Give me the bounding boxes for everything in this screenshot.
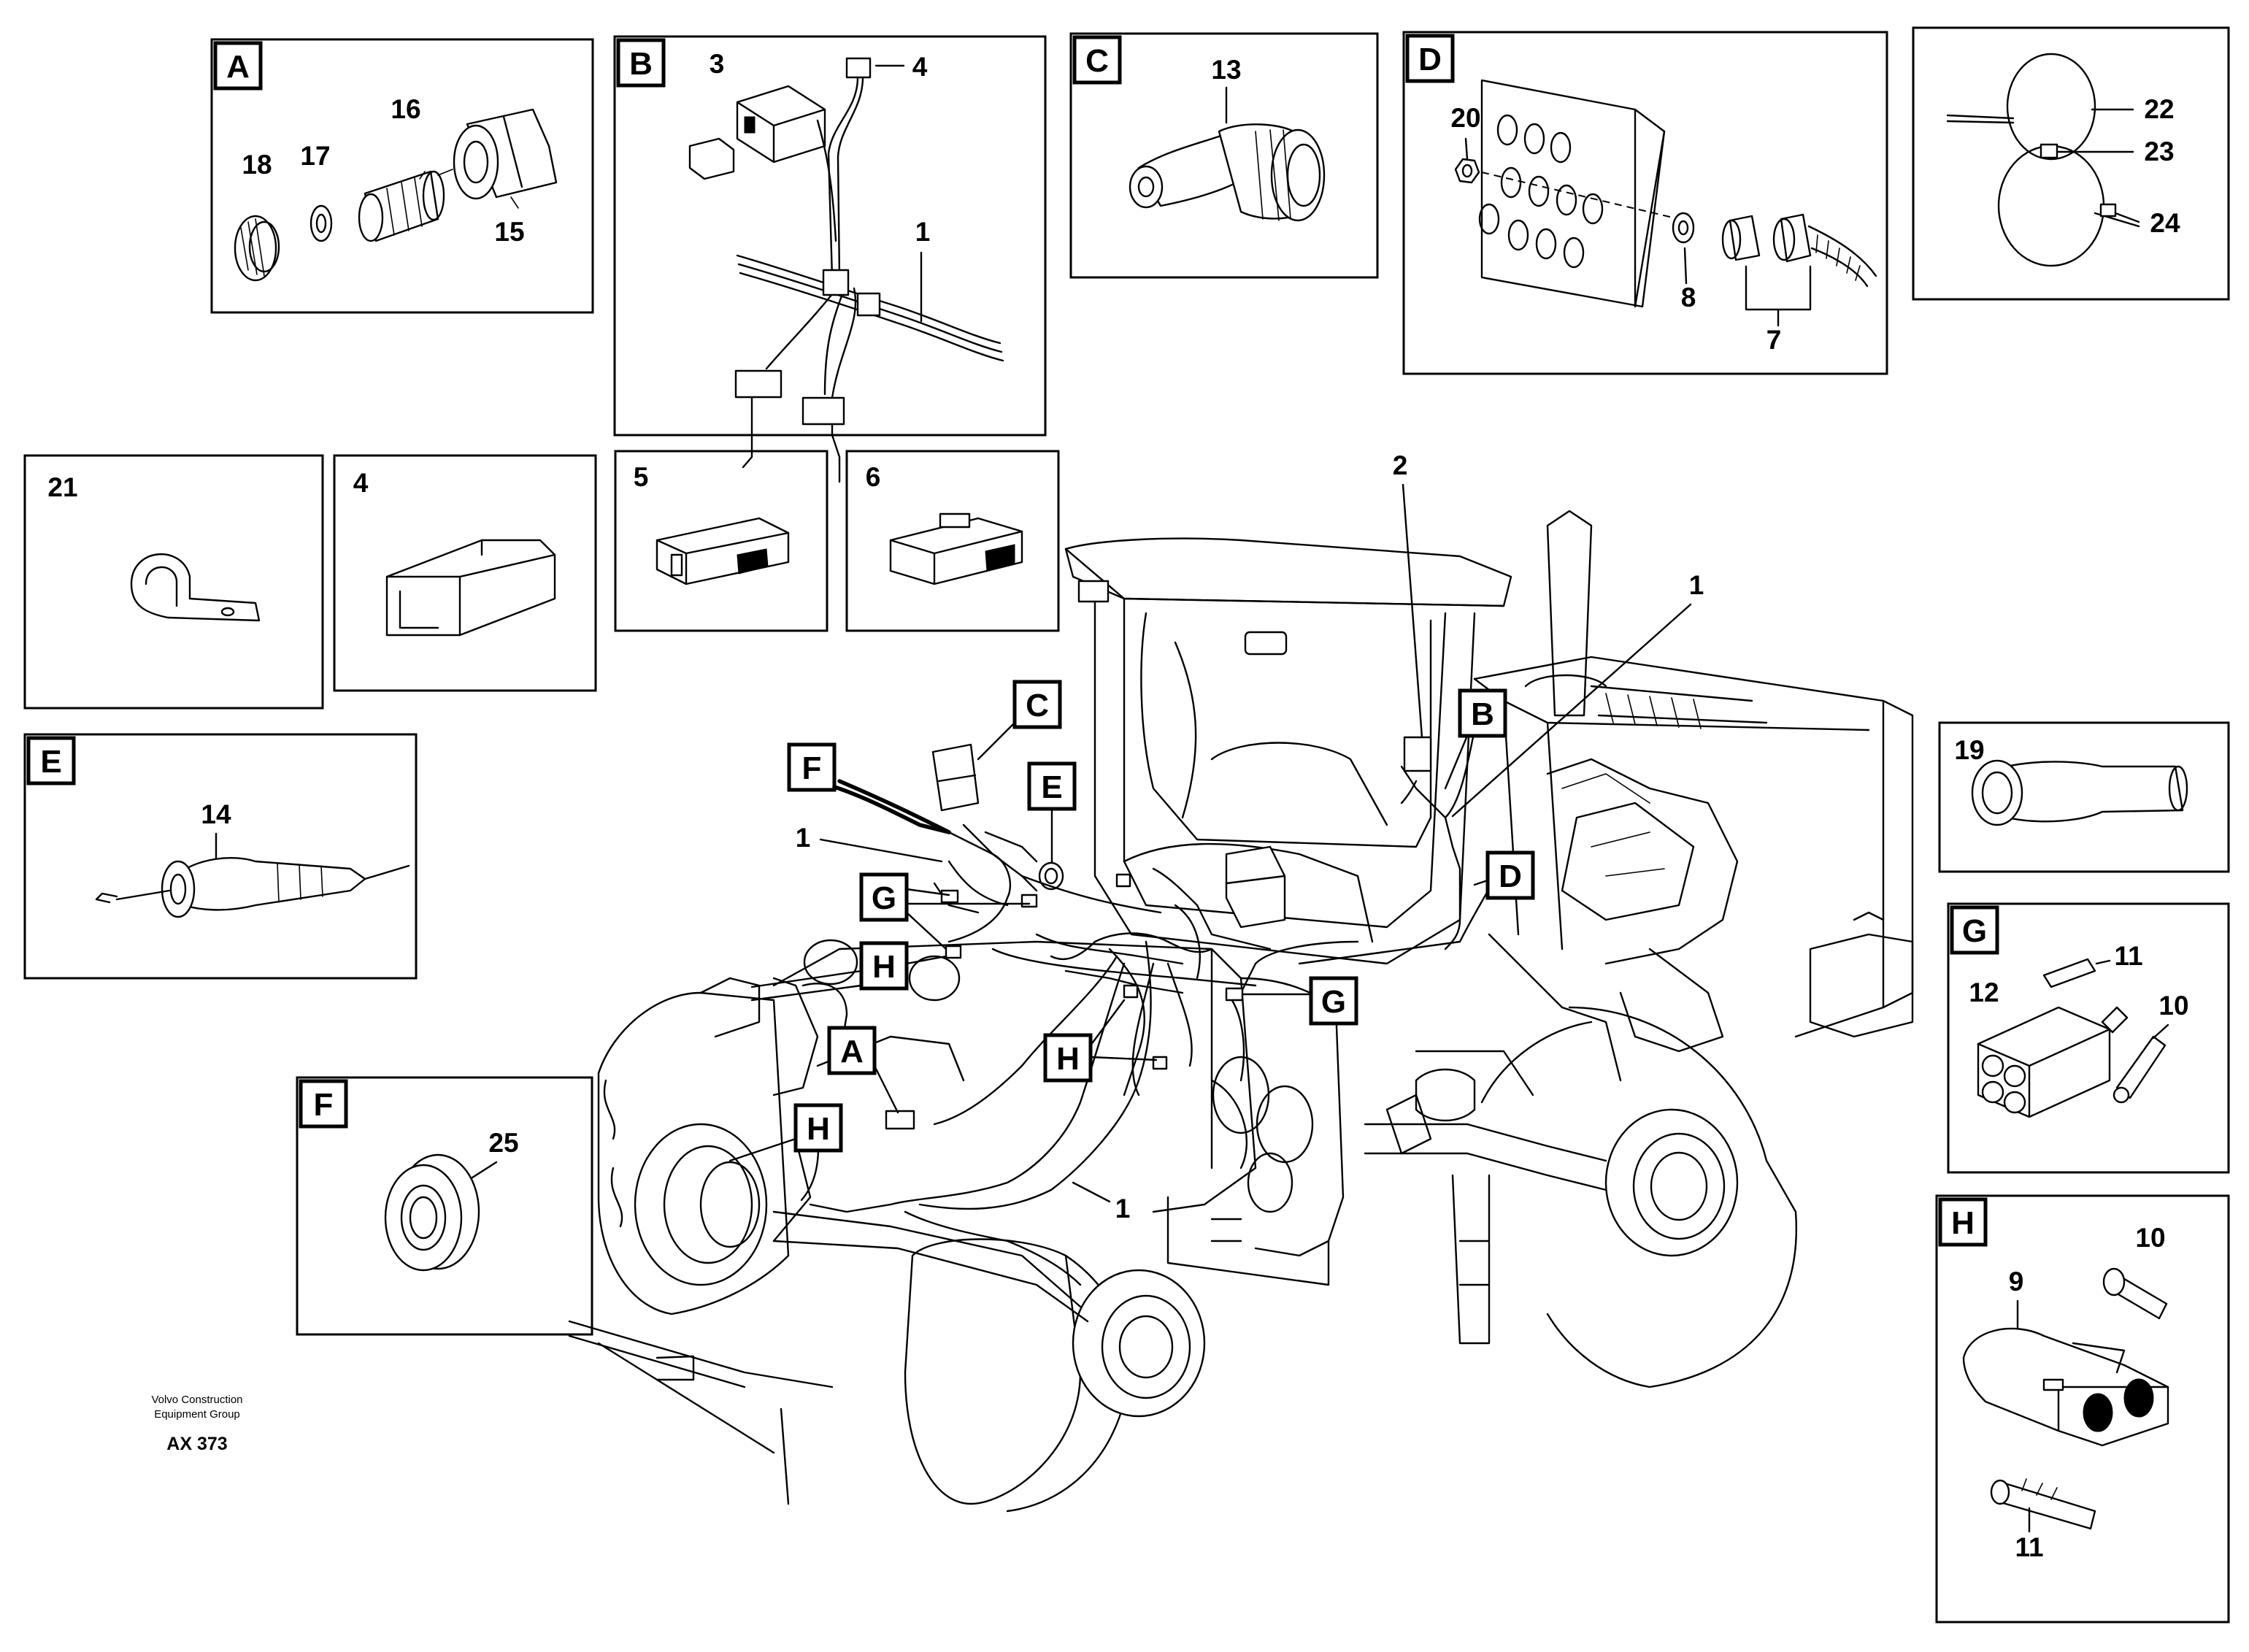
credit-line-2: Equipment Group: [154, 1408, 240, 1421]
detail-panel-connector-6: 6: [845, 450, 1060, 632]
panel-d-letter: D: [1418, 42, 1442, 77]
callout-1-right: 1: [1689, 570, 1704, 600]
panel-c-letter: C: [1085, 43, 1109, 79]
part-number-20: 20: [1450, 103, 1480, 133]
part-number-1: 1: [915, 217, 931, 247]
part-number-16: 16: [391, 94, 420, 124]
callout-1-bottom: 1: [1115, 1194, 1131, 1223]
detail-panel-b: B 3 4 1: [613, 35, 1047, 437]
callout-f-letter: F: [802, 750, 822, 786]
detail-panel-c: C 13: [1069, 32, 1379, 279]
panel-e-letter: E: [40, 744, 61, 780]
callout-h-center-letter: H: [1056, 1041, 1080, 1077]
detail-panel-h: H 10 9 11: [1935, 1194, 2230, 1624]
callout-1-left: 1: [796, 823, 811, 853]
callout-c-letter: C: [1026, 688, 1049, 723]
detail-panel-f: F 25: [296, 1076, 593, 1336]
panel-f-letter: F: [314, 1087, 334, 1123]
callout-h-left-letter: H: [872, 949, 896, 985]
callout-e-letter: E: [1041, 769, 1062, 805]
part-number-10-h: 10: [2135, 1223, 2165, 1253]
callout-a-letter: A: [840, 1034, 864, 1069]
callout-2: 2: [1393, 450, 1408, 480]
part-number-7: 7: [1766, 325, 1782, 355]
panel-g-letter: G: [1962, 913, 1987, 949]
credit-line-1: Volvo Construction: [151, 1394, 242, 1406]
part-number-17: 17: [300, 141, 330, 171]
part-number-11-g: 11: [2114, 941, 2142, 971]
callout-d-letter: D: [1499, 858, 1522, 894]
machine-illustration: [568, 510, 1914, 1513]
part-number-4: 4: [912, 52, 928, 82]
part-number-24: 24: [2150, 208, 2180, 238]
part-number-12: 12: [1969, 977, 1999, 1007]
part-number-14: 14: [201, 799, 231, 829]
callout-g-left-letter: G: [872, 880, 896, 916]
part-number-10-g: 10: [2158, 991, 2188, 1021]
panel-a-letter: A: [226, 49, 250, 85]
part-number-8: 8: [1681, 283, 1696, 312]
main-view-callouts: F C E 1 G H A H H G: [787, 450, 1704, 1223]
part-number-13: 13: [1211, 55, 1241, 85]
callout-g-right-letter: G: [1321, 984, 1346, 1020]
detail-panel-g: G 11 12 10: [1947, 902, 2230, 1174]
detail-panel-clamp: 21: [23, 454, 324, 710]
detail-panel-d: D 20 8 7: [1402, 31, 1888, 375]
part-number-4-detail: 4: [353, 468, 369, 498]
detail-panel-connector-4: 4: [333, 454, 597, 692]
callout-h-bottom-letter: H: [807, 1111, 830, 1147]
detail-panel-a: A 18 17 16 15: [210, 38, 594, 314]
callout-b-letter: B: [1471, 696, 1494, 732]
part-number-21: 21: [47, 472, 77, 502]
part-number-3: 3: [710, 49, 725, 79]
part-number-23: 23: [2144, 137, 2174, 166]
part-number-22: 22: [2144, 94, 2174, 124]
harness-connectors: [885, 736, 1432, 1130]
detail-panel-e: E 14: [23, 733, 418, 980]
detail-panel-connector-5: 5: [614, 450, 829, 632]
part-number-9: 9: [2009, 1267, 2024, 1296]
detail-panel-boot: 19: [1938, 721, 2230, 873]
drawing-code: AX 373: [166, 1434, 227, 1454]
credit-block: Volvo Construction Equipment Group AX 37…: [151, 1394, 242, 1454]
wiring-harness: [809, 729, 1505, 1286]
panel-h-letter: H: [1951, 1205, 1975, 1241]
part-number-15: 15: [494, 217, 524, 247]
panel-b-letter: B: [629, 46, 653, 82]
part-number-6: 6: [866, 462, 881, 492]
part-number-18: 18: [242, 150, 272, 180]
part-number-5: 5: [634, 462, 649, 492]
part-number-19: 19: [1954, 735, 1984, 765]
part-number-25: 25: [488, 1128, 518, 1158]
part-number-11-h: 11: [2015, 1532, 2043, 1562]
detail-panel-cable-ties: 22 23 24: [1912, 26, 2230, 301]
